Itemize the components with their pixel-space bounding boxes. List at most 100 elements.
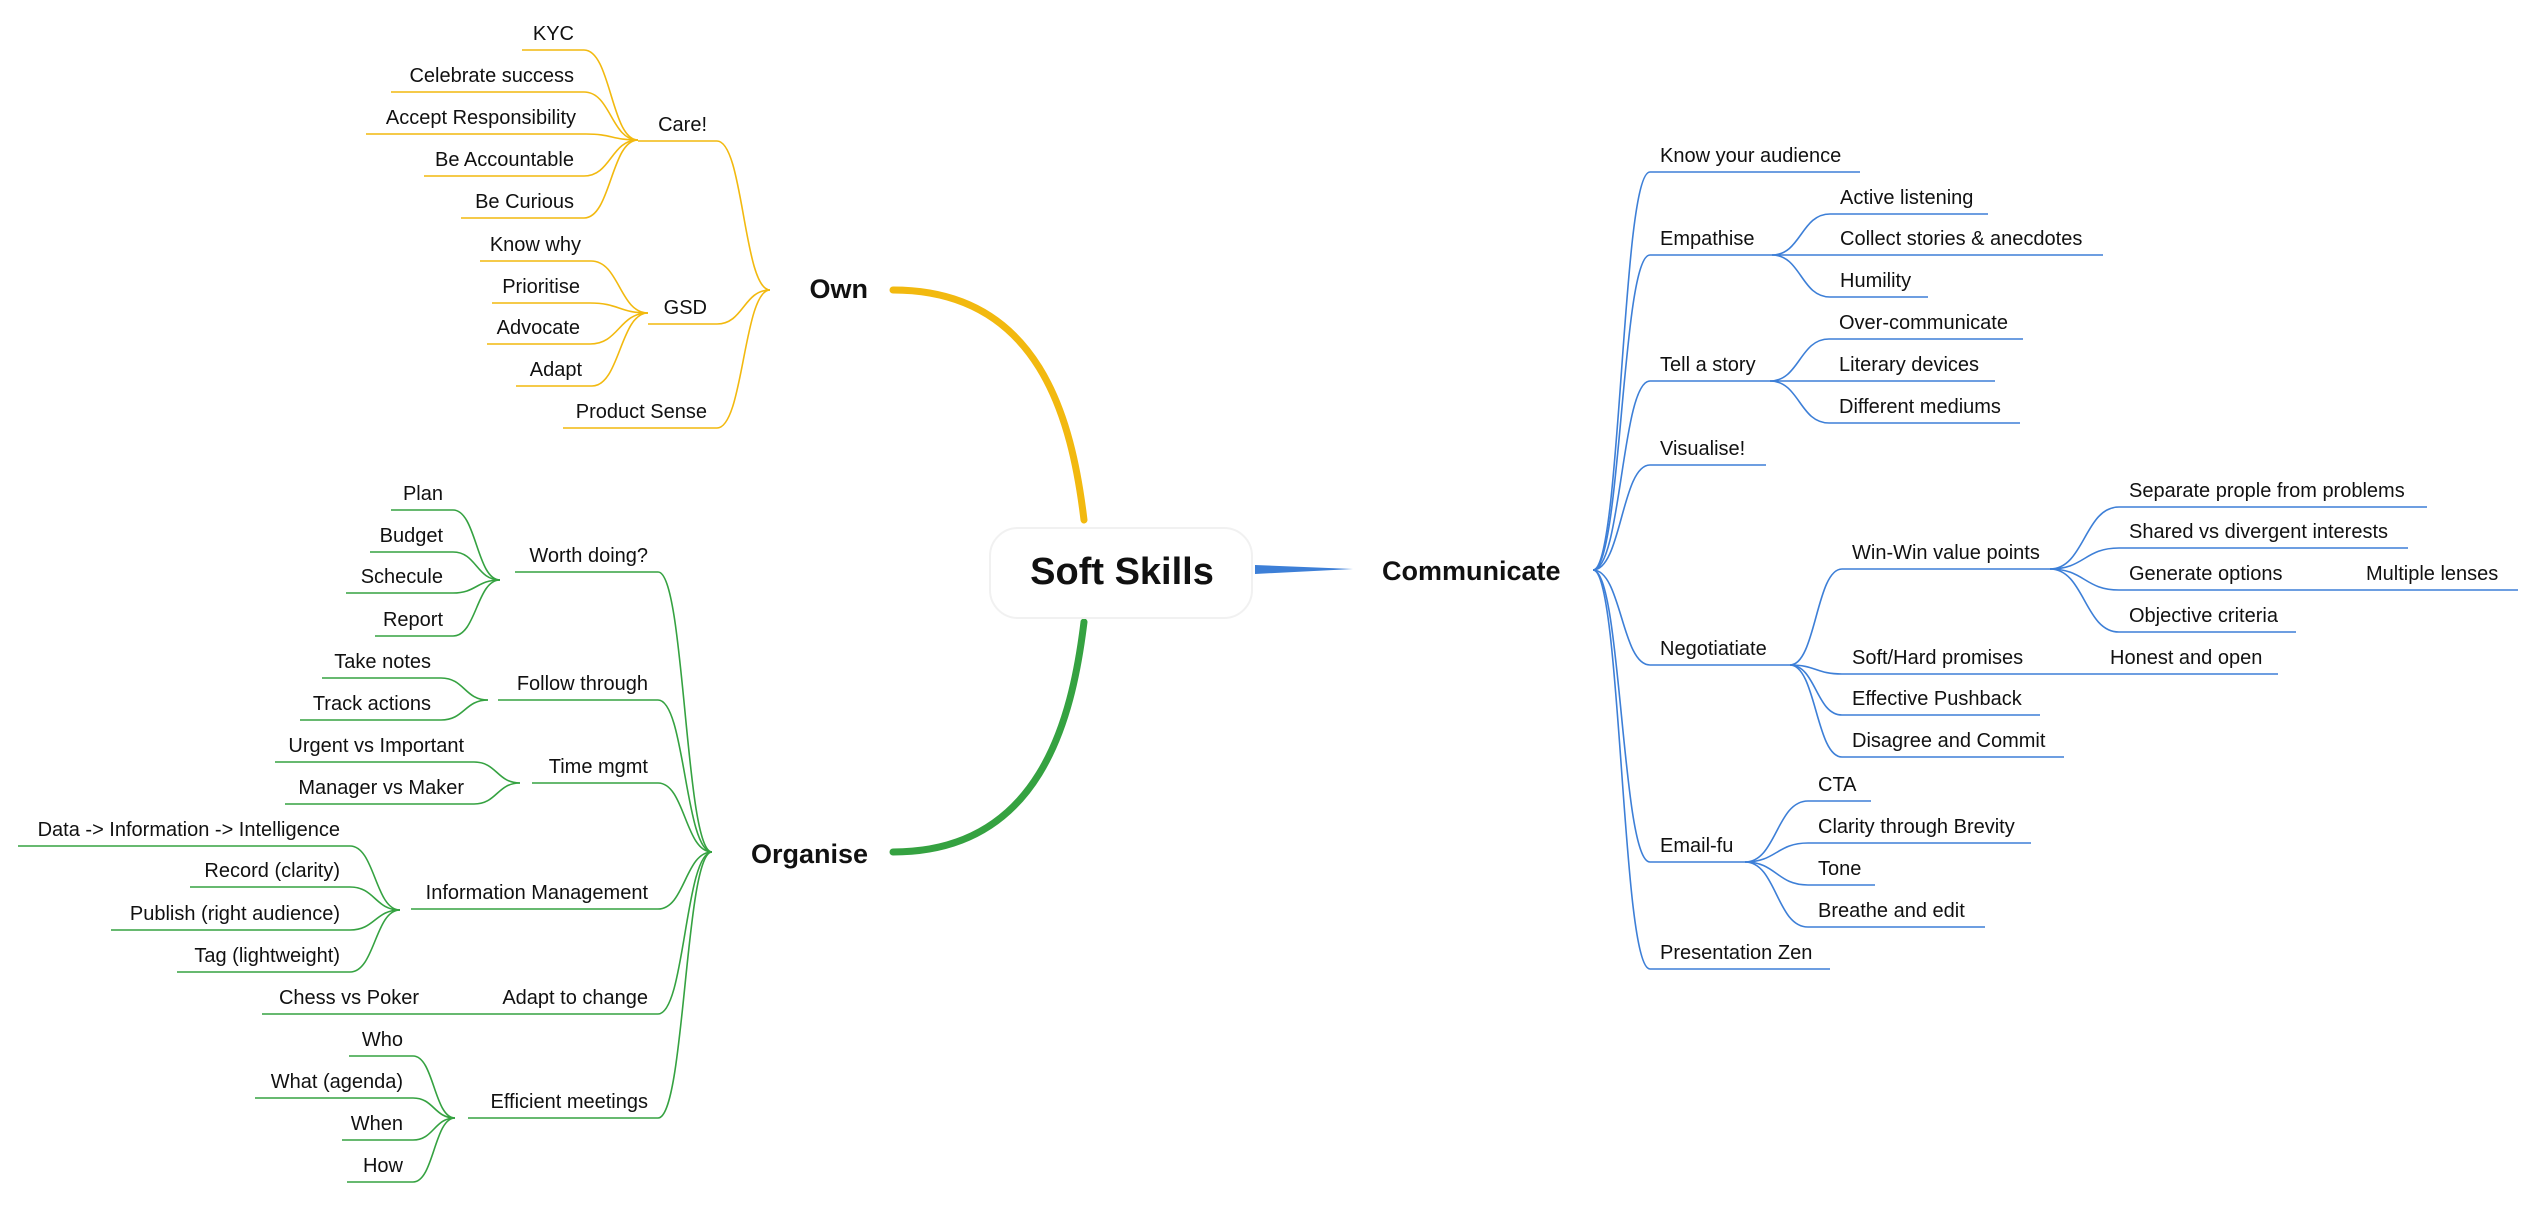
organise-information-management-tag-lightweight[interactable]: Tag (lightweight) — [194, 945, 340, 967]
communicate-group-empathise[interactable]: Empathise — [1660, 228, 1755, 250]
communicate-empathise-humility[interactable]: Humility — [1840, 270, 1911, 292]
main-topic-communicate[interactable]: Communicate — [1382, 556, 1561, 586]
own-gsd-know-why[interactable]: Know why — [490, 234, 581, 256]
own-gsd-prioritise[interactable]: Prioritise — [502, 276, 580, 298]
communicate-email-fu-cta[interactable]: CTA — [1818, 774, 1857, 796]
own-gsd-prioritise-connector — [589, 302, 649, 314]
communicate-negotiatiate-soft-hard-promises[interactable]: Soft/Hard promises — [1852, 647, 2023, 669]
communicate-tell-a-story-over-communicate[interactable]: Over-communicate — [1839, 312, 2008, 334]
communicate-group-email-fu-connector — [1592, 569, 1651, 863]
organise-information-management-publish-right-audience[interactable]: Publish (right audience) — [130, 903, 340, 925]
communicate-win-win-objective-criteria[interactable]: Objective criteria — [2129, 605, 2279, 627]
communicate-group-negotiatiate[interactable]: Negotiatiate — [1660, 638, 1767, 660]
communicate-email-fu-breathe-and-edit[interactable]: Breathe and edit — [1818, 900, 1965, 922]
central-topic[interactable]: Soft Skills — [1030, 551, 1214, 593]
organise-group-information-management-connector — [657, 851, 713, 910]
communicate-email-fu-clarity-through-brevity[interactable]: Clarity through Brevity — [1818, 816, 2015, 838]
organise-follow-through-track-actions[interactable]: Track actions — [313, 693, 431, 715]
own-gsd-adapt[interactable]: Adapt — [530, 359, 583, 381]
communicate-group-visualise[interactable]: Visualise! — [1660, 438, 1745, 460]
communicate-win-win-generate-options[interactable]: Generate options — [2129, 563, 2282, 585]
own-care-kyc[interactable]: KYC — [533, 23, 574, 45]
organise-worth-doing-report[interactable]: Report — [383, 609, 443, 631]
organise-efficient-meetings-who-connector — [412, 1055, 456, 1119]
communicate-group-tell-a-story-connector — [1592, 380, 1651, 571]
organise-time-mgmt-manager-vs-maker[interactable]: Manager vs Maker — [298, 777, 464, 799]
organise-adapt-to-change-chess-vs-poker[interactable]: Chess vs Poker — [279, 987, 419, 1009]
communicate-empathise-active-listening[interactable]: Active listening — [1840, 187, 1973, 209]
communicate-group-presentation-zen[interactable]: Presentation Zen — [1660, 942, 1812, 964]
own-care-celebrate-success[interactable]: Celebrate success — [409, 65, 574, 87]
communicate-empathise-collect-stories-anecdotes[interactable]: Collect stories & anecdotes — [1840, 228, 2082, 250]
organise-information-management-publish-right-audience-connector — [349, 909, 401, 931]
organise-information-management-data-information-intelligence[interactable]: Data -> Information -> Intelligence — [38, 819, 340, 841]
own-gsd-advocate-connector — [589, 312, 649, 345]
communicate-generate-options-multiple-lenses[interactable]: Multiple lenses — [2366, 563, 2498, 585]
own-care-be-accountable-connector — [583, 139, 639, 177]
organise-efficient-meetings-when-connector — [412, 1117, 456, 1141]
communicate-group-email-fu[interactable]: Email-fu — [1660, 835, 1733, 857]
organise-worth-doing-plan-connector — [452, 509, 501, 581]
communicate-tell-a-story-over-communicate-connector — [1769, 338, 1830, 382]
communicate-tell-a-story-different-mediums[interactable]: Different mediums — [1839, 396, 2001, 418]
communicate-email-fu-breathe-and-edit-connector — [1744, 861, 1809, 928]
organise-time-mgmt-urgent-vs-important[interactable]: Urgent vs Important — [288, 735, 464, 757]
organise-group-time-mgmt-connector — [657, 782, 713, 853]
own-group-gsd[interactable]: GSD — [664, 297, 707, 319]
organise-follow-through-take-notes[interactable]: Take notes — [334, 651, 431, 673]
organise-efficient-meetings-when[interactable]: When — [351, 1113, 403, 1135]
own-gsd-advocate[interactable]: Advocate — [497, 317, 580, 339]
main-topic-organise[interactable]: Organise — [751, 839, 868, 869]
own-care-accept-responsibility[interactable]: Accept Responsibility — [386, 107, 576, 129]
communicate-win-win-separate-prople-from-problems[interactable]: Separate prople from problems — [2129, 480, 2405, 502]
communicate-negotiatiate-disagree-and-commit-connector — [1789, 664, 1843, 758]
communicate-group-tell-a-story[interactable]: Tell a story — [1660, 354, 1756, 376]
communicate-tell-a-story-literary-devices[interactable]: Literary devices — [1839, 354, 1979, 376]
communicate-negotiatiate-effective-pushback-connector — [1789, 664, 1843, 716]
communicate-soft-hard-promises-honest-and-open[interactable]: Honest and open — [2110, 647, 2262, 669]
communicate-email-fu-tone[interactable]: Tone — [1818, 858, 1861, 880]
organise-follow-through-take-notes-connector — [440, 677, 489, 701]
own-care-be-curious[interactable]: Be Curious — [475, 191, 574, 213]
organise-group-follow-through[interactable]: Follow through — [517, 673, 648, 695]
organise-information-management-record-clarity-connector — [349, 886, 401, 911]
organise-efficient-meetings-who[interactable]: Who — [362, 1029, 403, 1051]
organise-worth-doing-budget[interactable]: Budget — [380, 525, 444, 547]
central-topic-box[interactable] — [989, 527, 1253, 619]
organise-information-management-record-clarity[interactable]: Record (clarity) — [204, 860, 340, 882]
own-group-care[interactable]: Care! — [658, 114, 707, 136]
communicate-group-visualise-connector — [1592, 464, 1651, 571]
own-care-kyc-connector — [583, 49, 639, 141]
organise-efficient-meetings-how-connector — [412, 1117, 456, 1183]
organise-information-management-data-information-intelligence-connector — [349, 845, 401, 911]
own-group-product-sense[interactable]: Product Sense — [576, 401, 707, 423]
organise-efficient-meetings-how[interactable]: How — [363, 1155, 404, 1177]
organise-group-adapt-to-change[interactable]: Adapt to change — [502, 987, 648, 1009]
organise-group-time-mgmt[interactable]: Time mgmt — [549, 756, 649, 778]
organise-group-worth-doing[interactable]: Worth doing? — [529, 545, 648, 567]
main-topic-own[interactable]: Own — [810, 274, 869, 304]
communicate-win-win-shared-vs-divergent-interests[interactable]: Shared vs divergent interests — [2129, 521, 2388, 543]
communicate-negotiatiate-effective-pushback[interactable]: Effective Pushback — [1852, 688, 2023, 710]
organise-efficient-meetings-what-agenda[interactable]: What (agenda) — [271, 1071, 403, 1093]
organise-group-information-management[interactable]: Information Management — [426, 882, 649, 904]
own-care-be-accountable[interactable]: Be Accountable — [435, 149, 574, 171]
communicate-group-know-your-audience[interactable]: Know your audience — [1660, 145, 1841, 167]
organise-group-worth-doing-connector — [657, 571, 713, 853]
own-gsd-know-why-connector — [590, 260, 649, 314]
communicate-empathise-humility-connector — [1771, 254, 1831, 298]
communicate-group-empathise-connector — [1592, 254, 1651, 571]
communicate-win-win-shared-vs-divergent-interests-connector — [2049, 547, 2120, 570]
communicate-email-fu-clarity-through-brevity-connector — [1744, 842, 1809, 863]
communicate-negotiatiate-disagree-and-commit[interactable]: Disagree and Commit — [1852, 730, 2046, 752]
own-gsd-adapt-connector — [591, 312, 649, 387]
communicate-main-branch — [1255, 565, 1353, 574]
communicate-win-win-objective-criteria-connector — [2049, 568, 2120, 633]
communicate-negotiatiate-win-win-value-points[interactable]: Win-Win value points — [1852, 542, 2040, 564]
organise-worth-doing-schecule[interactable]: Schecule — [361, 566, 443, 588]
organise-group-efficient-meetings[interactable]: Efficient meetings — [491, 1091, 649, 1113]
organise-worth-doing-plan[interactable]: Plan — [403, 483, 443, 505]
own-main-branch — [889, 286, 1088, 524]
organise-information-management-tag-lightweight-connector — [349, 909, 401, 973]
